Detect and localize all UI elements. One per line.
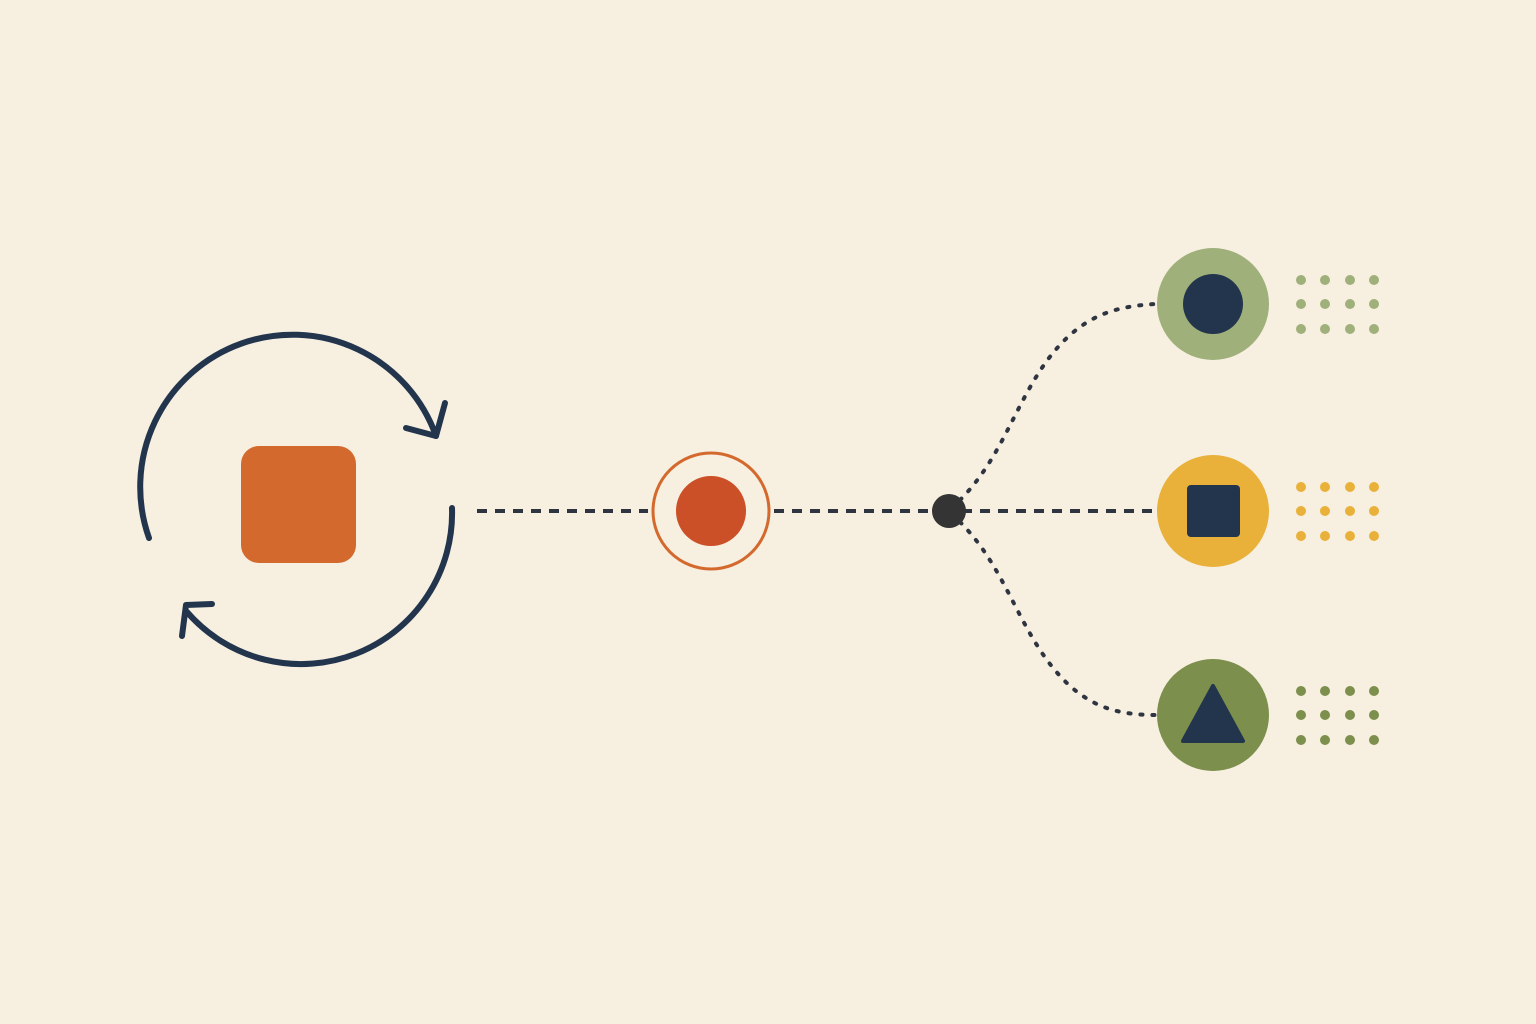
grid-dot	[1320, 686, 1330, 696]
connector-junction-to-top	[958, 302, 1158, 502]
grid-dot	[1296, 686, 1306, 696]
square-glyph-icon	[1187, 485, 1240, 537]
grid-dot	[1369, 299, 1379, 309]
grid-dot	[1369, 482, 1379, 492]
grid-dot	[1320, 482, 1330, 492]
grid-dot	[1320, 324, 1330, 334]
source-node	[137, 331, 456, 668]
grid-dot	[1369, 506, 1379, 516]
triangle-glyph-icon	[1181, 684, 1245, 743]
grid-dot	[1345, 531, 1355, 541]
grid-dot	[1320, 735, 1330, 745]
grid-dot	[1320, 531, 1330, 541]
target-dot	[676, 476, 746, 546]
grid-dot	[1345, 482, 1355, 492]
cycle-arrowhead-upper	[403, 400, 448, 439]
grid-dot	[1296, 735, 1306, 745]
target-node	[651, 451, 771, 571]
grid-dot	[1345, 275, 1355, 285]
grid-dot	[1296, 531, 1306, 541]
target-ring	[651, 451, 771, 571]
source-square	[241, 446, 356, 563]
dot-grid-top	[1296, 275, 1379, 334]
grid-dot	[1296, 324, 1306, 334]
grid-dot	[1345, 506, 1355, 516]
output-top	[1157, 248, 1379, 360]
grid-dot	[1320, 710, 1330, 720]
grid-dot	[1345, 324, 1355, 334]
grid-dot	[1296, 506, 1306, 516]
output-middle	[1157, 455, 1379, 567]
grid-dot	[1369, 710, 1379, 720]
grid-dot	[1369, 275, 1379, 285]
junction-dot	[932, 494, 966, 528]
cycle-arrow-lower	[184, 505, 456, 668]
branch-connectors	[958, 302, 1158, 717]
cycle-arrow-upper	[137, 331, 439, 541]
grid-dot	[1345, 735, 1355, 745]
output-bottom	[1157, 659, 1379, 771]
circle-glyph-icon	[1183, 274, 1243, 334]
grid-dot	[1369, 735, 1379, 745]
grid-dot	[1345, 299, 1355, 309]
grid-dot	[1320, 275, 1330, 285]
grid-dot	[1320, 299, 1330, 309]
grid-dot	[1320, 506, 1330, 516]
grid-dot	[1296, 299, 1306, 309]
grid-dot	[1296, 710, 1306, 720]
dot-grid-middle	[1296, 482, 1379, 541]
dot-grid-bottom	[1296, 686, 1379, 745]
connector-junction-to-bottom	[958, 520, 1158, 717]
grid-dot	[1345, 686, 1355, 696]
grid-dot	[1369, 686, 1379, 696]
cycle-arrowhead-lower	[179, 601, 215, 639]
grid-dot	[1345, 710, 1355, 720]
grid-dot	[1296, 482, 1306, 492]
grid-dot	[1369, 324, 1379, 334]
grid-dot	[1296, 275, 1306, 285]
grid-dot	[1369, 531, 1379, 541]
cycle-arrows-icon	[137, 331, 456, 668]
